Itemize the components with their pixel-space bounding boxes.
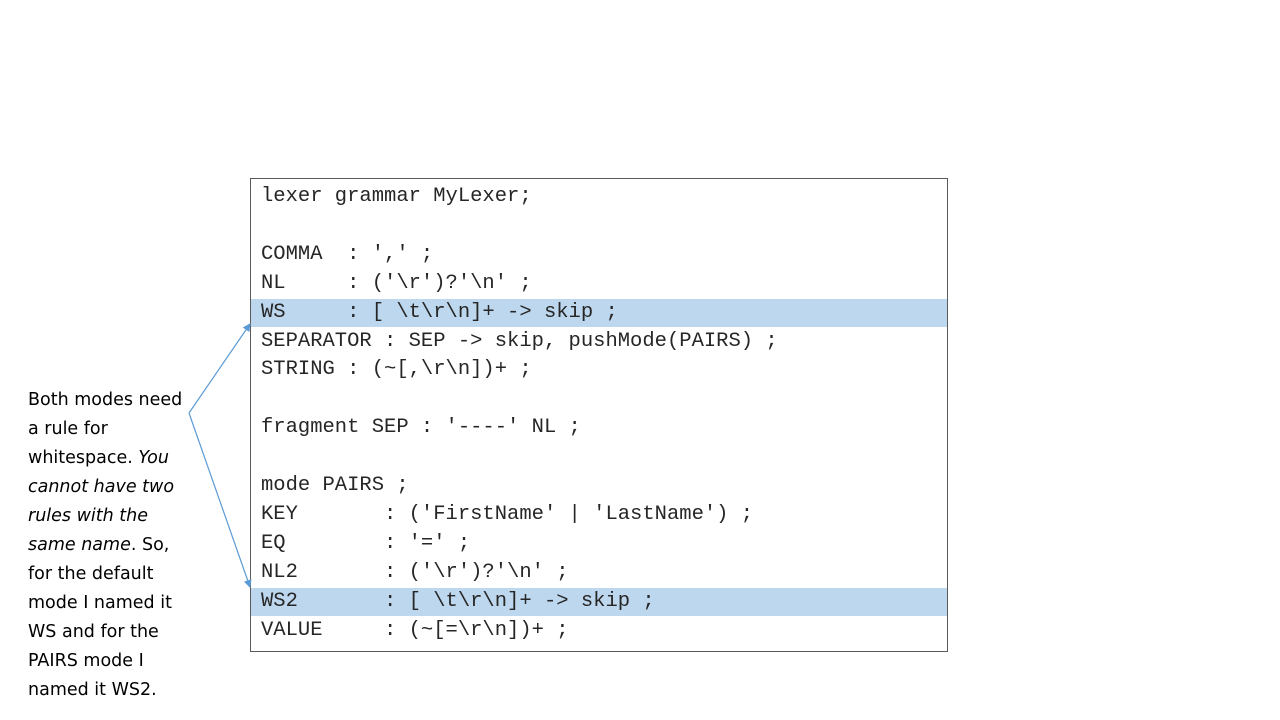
code-line: STRING : (~[,\r\n])+ ; [261,358,532,382]
code-line: NL : ('\r')?'\n' ; [261,271,532,295]
code-line: SEPARATOR : SEP -> skip, pushMode(PAIRS)… [261,329,778,353]
note-text-end: . So, for the default mode I named it WS… [28,535,172,700]
code-line [251,385,947,413]
note-italic-text: You cannot have two rules with the same … [28,448,175,555]
code-line: VALUE : (~[=\r\n])+ ; [261,618,569,642]
code-line: WS : [ \t\r\n]+ -> skip ; [251,298,947,327]
code-box: lexer grammar MyLexer; COMMA : ',' ; NL : … [250,178,948,652]
code-line: fragment SEP : '----' NL ; [261,416,581,440]
code-line [251,443,947,471]
code-line: COMMA : ',' ; [261,242,434,266]
code-line: EQ : '=' ; [261,531,471,555]
arrow-to-ws2 [188,412,252,588]
code-line: WS2 : [ \t\r\n]+ -> skip ; [251,587,947,616]
code-line: NL2 : ('\r')?'\n' ; [261,560,569,584]
note-text: Both modes need a rule for whitespace. [28,390,183,468]
code-line [251,212,947,240]
code-line: lexer grammar MyLexer; [261,185,532,208]
annotation-note: Both modes need a rule for whitespace. Y… [28,386,198,705]
code-line: KEY : ('FirstName' | 'LastName') ; [261,502,754,526]
arrow-to-ws [188,323,251,414]
code-line: mode PAIRS ; [261,474,409,497]
